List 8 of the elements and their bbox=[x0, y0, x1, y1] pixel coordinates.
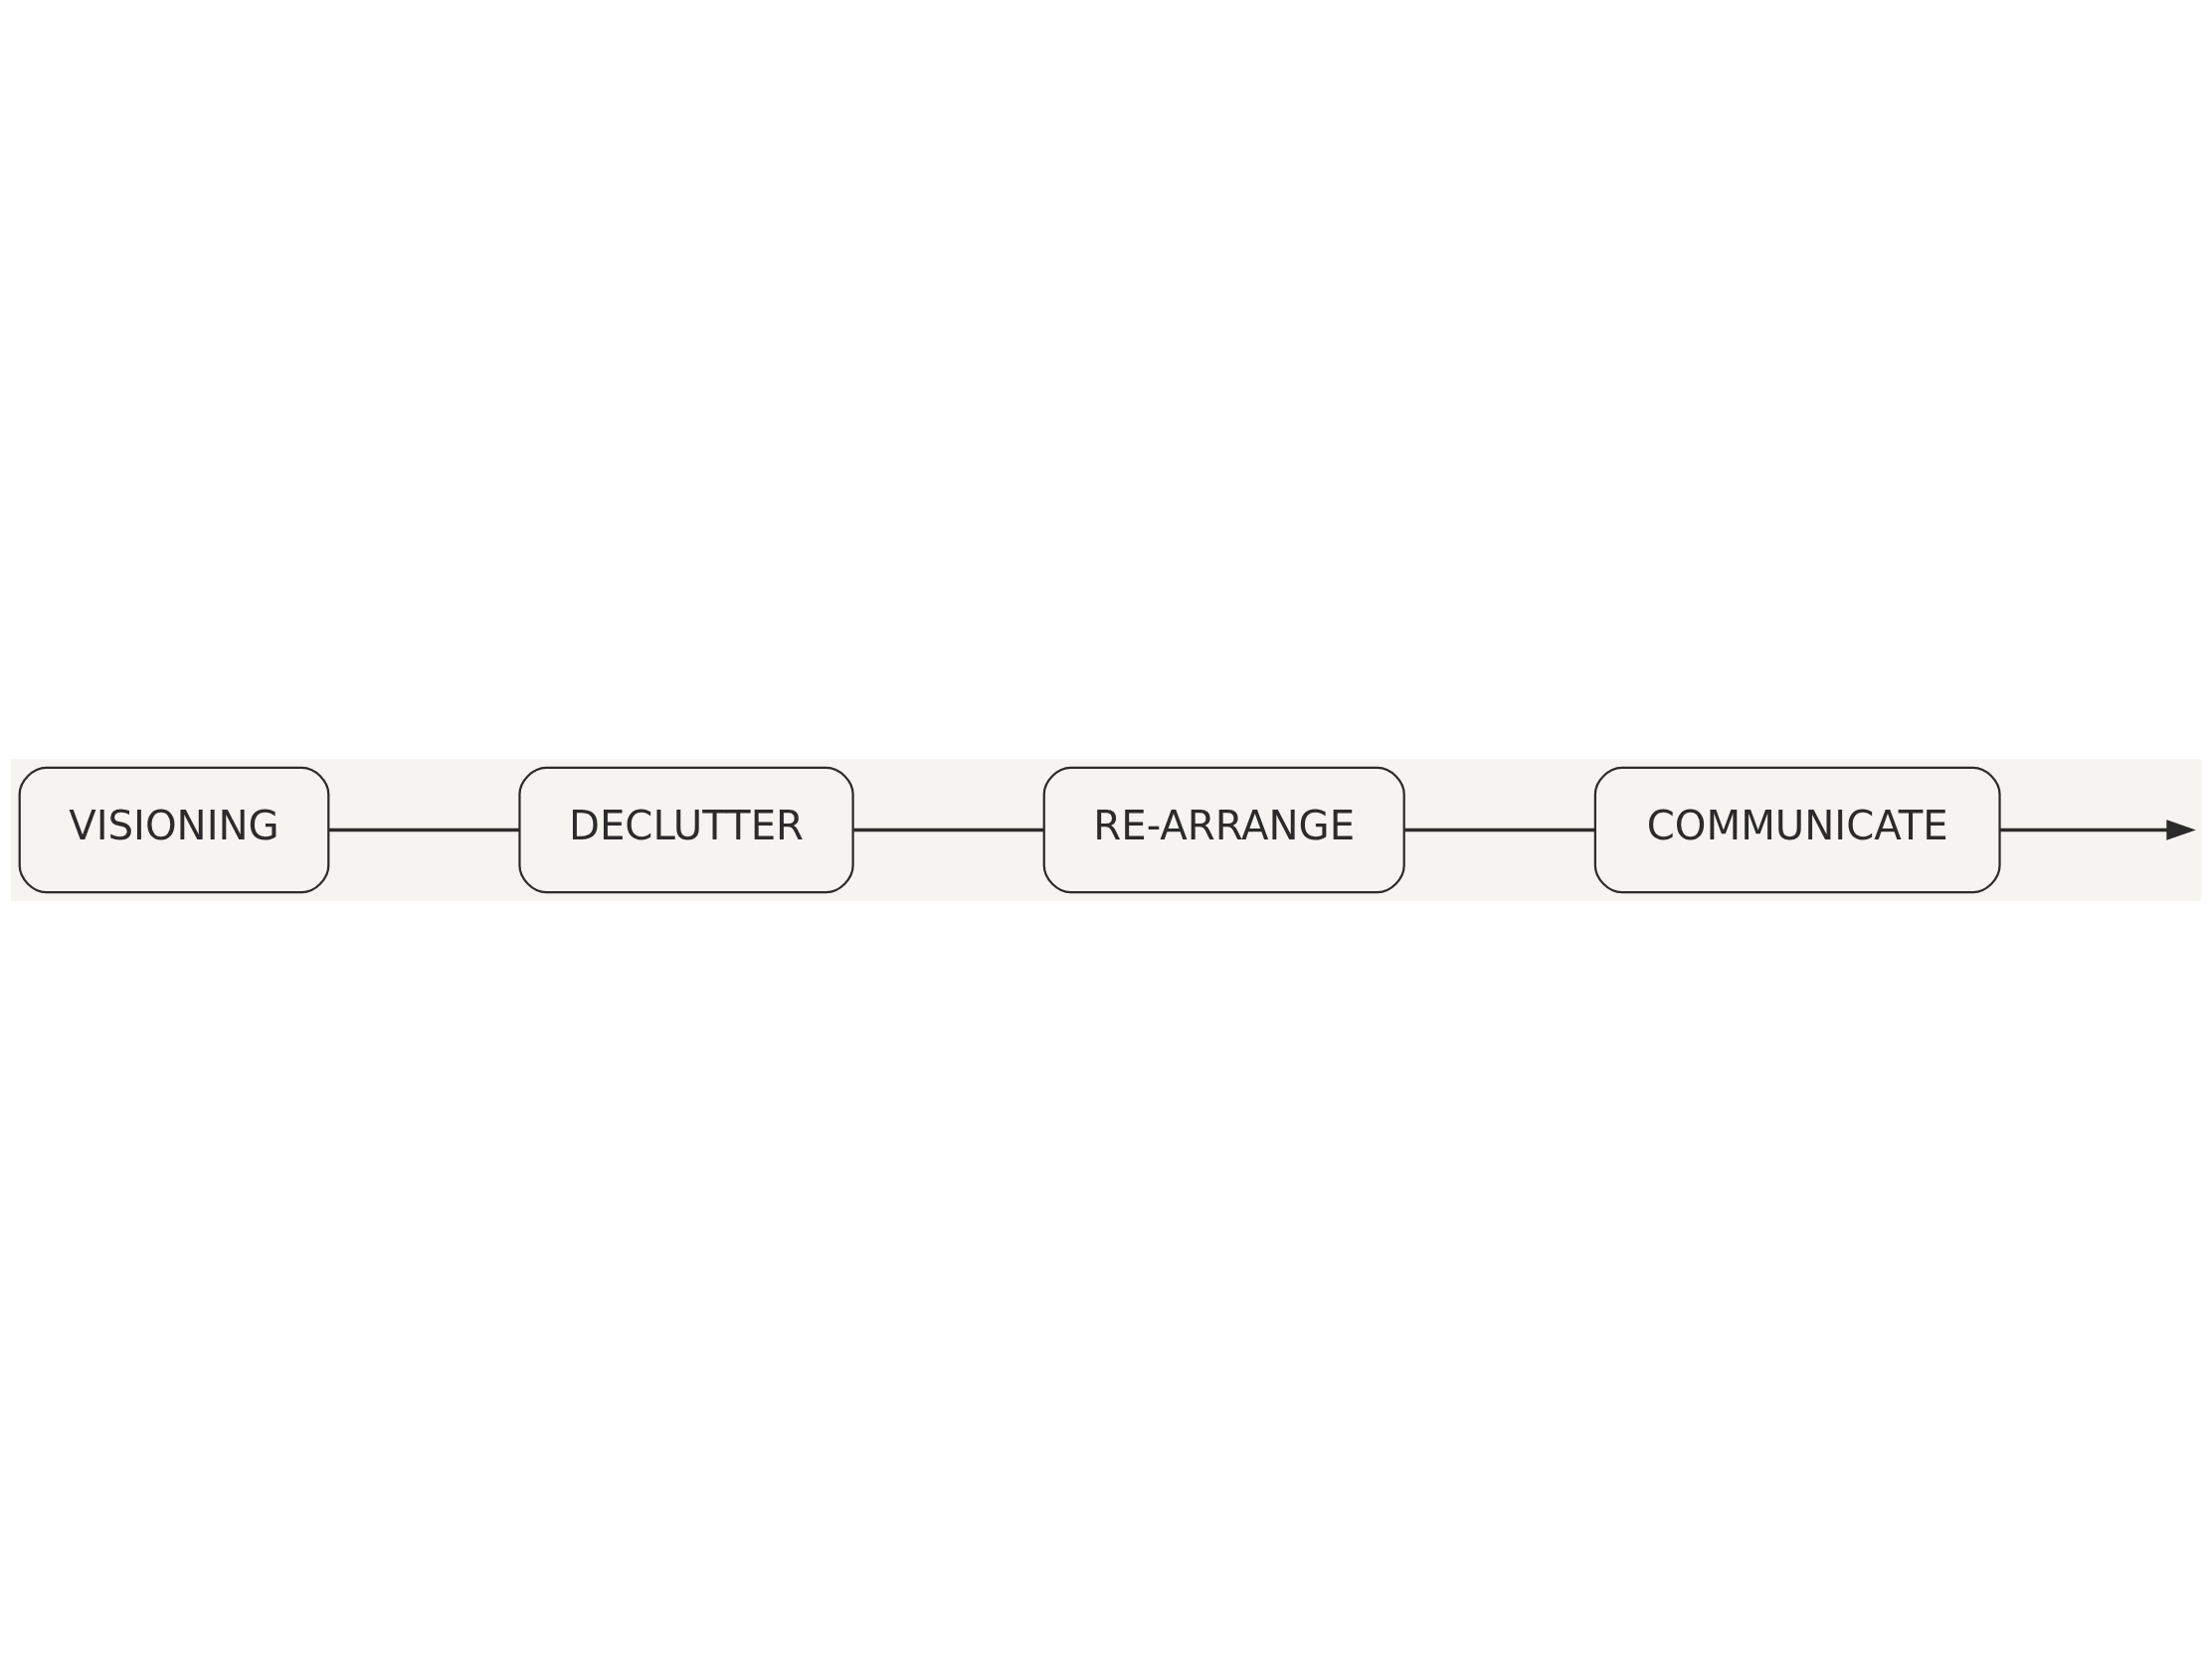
node-box: COMMUNICATE bbox=[1593, 766, 2001, 893]
node-box: VISIONING bbox=[18, 766, 330, 893]
connector bbox=[1404, 828, 1595, 831]
connector bbox=[328, 828, 520, 831]
connector bbox=[853, 828, 1044, 831]
node-box: RE-ARRANGE bbox=[1042, 766, 1405, 893]
node-box: DECLUTTER bbox=[518, 766, 854, 893]
arrow bbox=[1999, 819, 2196, 840]
